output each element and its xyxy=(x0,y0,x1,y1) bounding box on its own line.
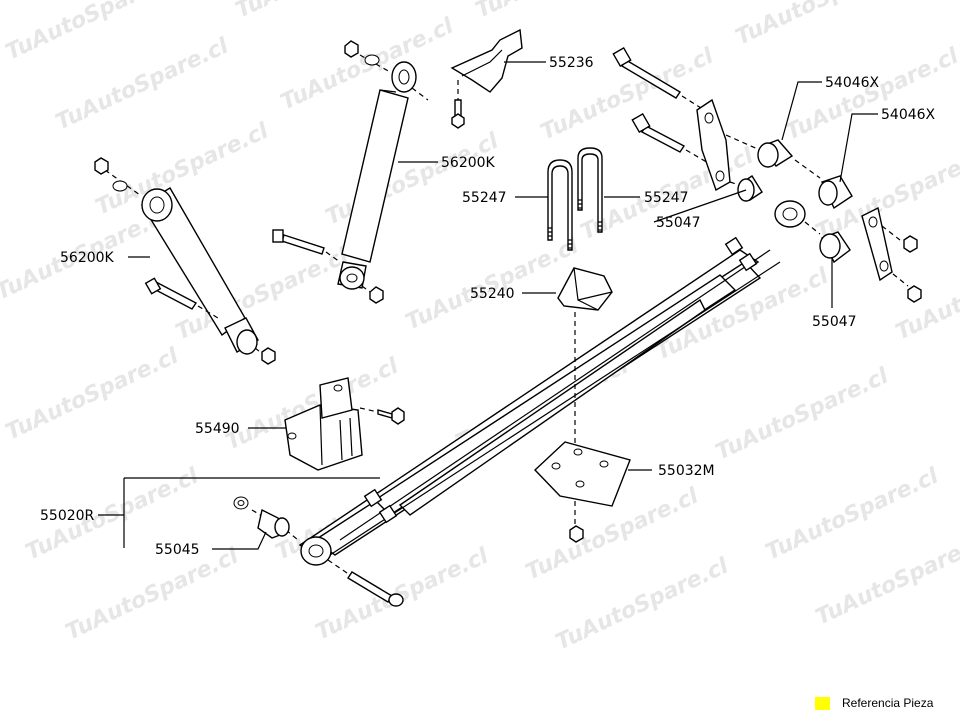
watermark: TuAutoSpare.cl xyxy=(2,0,183,65)
watermark: TuAutoSpare.cl xyxy=(232,0,413,23)
shock-absorber-left xyxy=(94,157,276,365)
leader-lines xyxy=(98,61,878,550)
leaf-spring xyxy=(298,200,806,566)
watermark: TuAutoSpare.cl xyxy=(92,118,273,220)
label-54046x-b: 54046X xyxy=(881,107,936,123)
label-55047-a: 55047 xyxy=(656,215,701,231)
label-54046x-a: 54046X xyxy=(825,75,880,91)
spring-seat-55240 xyxy=(557,267,613,528)
watermark: TuAutoSpare.cl xyxy=(782,43,960,145)
label-55045: 55045 xyxy=(155,542,200,558)
rear-shackle-assembly xyxy=(612,46,922,303)
watermark: TuAutoSpare.cl xyxy=(812,528,960,630)
watermark: TuAutoSpare.cl xyxy=(2,343,183,445)
watermark: TuAutoSpare.cl xyxy=(552,553,733,655)
spring-plate-55032m xyxy=(534,441,631,543)
watermark: TuAutoSpare.cl xyxy=(712,363,893,465)
label-55247-b: 55247 xyxy=(644,190,689,206)
watermark: TuAutoSpare.cl xyxy=(762,463,943,565)
legend-swatch xyxy=(815,696,830,710)
label-55490: 55490 xyxy=(195,421,240,437)
label-55020r: 55020R xyxy=(40,508,95,524)
label-56200k-left: 56200K xyxy=(60,250,115,266)
watermark: TuAutoSpare.cl xyxy=(52,33,233,135)
watermark: TuAutoSpare.cl xyxy=(322,128,503,230)
label-55032m: 55032M xyxy=(658,463,715,479)
label-55240: 55240 xyxy=(470,286,515,302)
bump-stopper-55490 xyxy=(284,377,405,471)
u-bolt-55247-right xyxy=(577,147,603,233)
watermark: TuAutoSpare.cl xyxy=(62,543,243,645)
label-55047-b: 55047 xyxy=(812,314,857,330)
watermark: TuAutoSpare.cl xyxy=(277,13,458,115)
bushing-55045-highlighted xyxy=(233,496,299,541)
watermark: TuAutoSpare.cl xyxy=(892,243,960,345)
label-55236: 55236 xyxy=(549,55,594,71)
legend: Referencia Pieza xyxy=(815,696,933,710)
u-bolt-55247-left xyxy=(547,159,573,251)
legend-text: Referencia Pieza xyxy=(842,696,934,710)
watermark: TuAutoSpare.cl xyxy=(312,543,493,645)
spring-front-bolt xyxy=(327,559,404,607)
label-55247-a: 55247 xyxy=(462,190,507,206)
watermark: TuAutoSpare.cl xyxy=(732,0,913,50)
shock-absorber-right xyxy=(272,40,429,304)
watermark: TuAutoSpare.cl xyxy=(472,0,653,23)
label-56200k-right: 56200K xyxy=(441,155,496,171)
bracket-55236 xyxy=(450,28,523,129)
watermark: TuAutoSpare.cl xyxy=(402,233,583,335)
part-labels: 55236 54046X 54046X 56200K 56200K 55247 … xyxy=(40,55,936,558)
